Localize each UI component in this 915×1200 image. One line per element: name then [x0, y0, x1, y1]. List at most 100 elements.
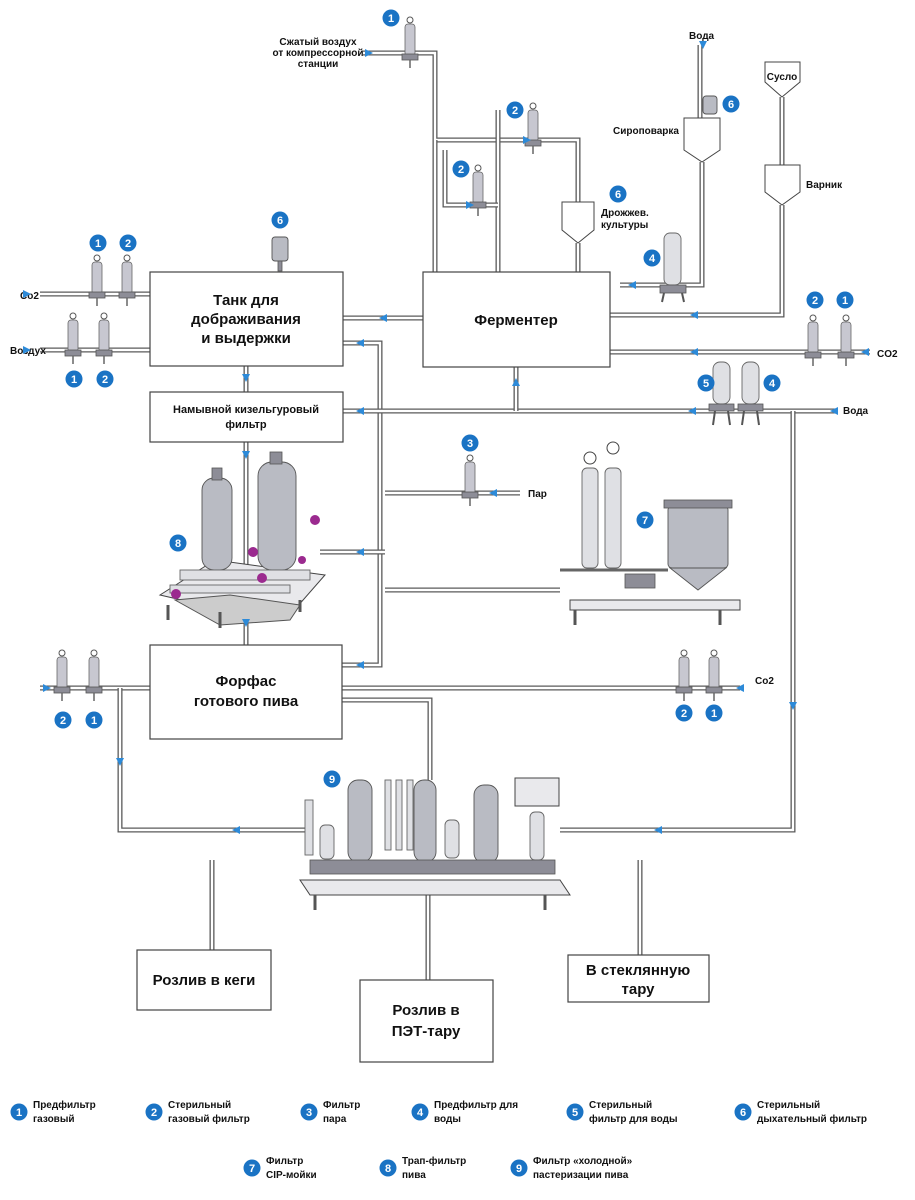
syrup-label: Сироповарка	[613, 126, 679, 137]
svg-text:6: 6	[277, 215, 283, 227]
svg-text:2: 2	[458, 164, 464, 176]
pet-label-line1: Розлив в	[392, 1002, 459, 1019]
pipe-core-23	[342, 698, 432, 780]
compressed-air-label-3: станции	[298, 59, 339, 70]
svg-text:1: 1	[842, 295, 848, 307]
svg-text:4: 4	[417, 1107, 424, 1119]
svg-text:6: 6	[728, 99, 734, 111]
svg-text:6: 6	[615, 189, 621, 201]
flow-arrow-16	[688, 407, 696, 415]
badge-b-f2-b: 2	[452, 160, 470, 178]
forfas-label-line1: Форфас	[216, 673, 277, 690]
badge-b-steam-3: 3	[461, 434, 479, 452]
cip-filter-unit	[560, 441, 741, 625]
cartridge-filter-9	[461, 454, 479, 506]
fermenter-box: Ферментер	[422, 271, 611, 368]
fermenter-label: Ферментер	[474, 312, 557, 329]
svg-text:1: 1	[91, 715, 97, 727]
cartridge-filter-0	[401, 16, 419, 68]
legend-text-4-1: Предфильтр для	[434, 1099, 518, 1111]
water-right-label: Вода	[843, 406, 869, 417]
flow-arrow-8	[23, 290, 31, 298]
flow-arrow-17	[830, 407, 838, 415]
co2-forfas-label: Co2	[755, 676, 774, 687]
legend-badge-9: 9	[510, 1159, 528, 1177]
badge-b-tank-air-1: 1	[65, 370, 83, 388]
svg-text:3: 3	[306, 1107, 312, 1119]
legend-text-1-1: Предфильтр	[33, 1099, 96, 1111]
tank-label-line3: и выдержки	[201, 330, 291, 347]
legend-badge-6: 6	[734, 1103, 752, 1121]
svg-text:1: 1	[71, 374, 77, 386]
pipe-core-15	[342, 341, 382, 667]
legend-badge-8: 8	[379, 1159, 397, 1177]
svg-text:4: 4	[769, 378, 776, 390]
pasteurization-unit	[299, 777, 571, 910]
svg-text:7: 7	[249, 1163, 255, 1175]
cartridge-filter-2	[469, 164, 487, 216]
svg-text:2: 2	[102, 374, 108, 386]
wort-label: Сусло	[767, 72, 797, 83]
wort-vessel: Сусло	[764, 61, 801, 98]
small-filters	[53, 16, 855, 701]
pipe-core-8	[610, 205, 784, 317]
flow-arrow-25	[654, 826, 662, 834]
flow-arrow-21	[43, 684, 51, 692]
badge-b-tank-co2-1: 1	[89, 234, 107, 252]
badge-b-forfas-r2: 2	[675, 704, 693, 722]
kiesel-label-line1: Намывной кизельгуровый	[173, 404, 319, 416]
flow-arrow-5	[690, 311, 698, 319]
flow-arrow-3	[379, 314, 387, 322]
glass-label-line2: тару	[622, 981, 656, 998]
pipe-core-6	[620, 162, 704, 287]
legend-text-2-2: газовый фильтр	[168, 1113, 250, 1125]
cartridge-filter-12	[675, 649, 693, 701]
flow-arrow-10	[242, 374, 250, 382]
badge-b-f2-a: 2	[506, 101, 524, 119]
co2-fermenter-label: CO2	[877, 349, 898, 360]
svg-text:1: 1	[711, 708, 717, 720]
badge-b-f6-tank: 6	[271, 211, 289, 229]
syrup-vessel: Сироповарка	[613, 117, 721, 163]
badge-b-tank-air-2: 2	[96, 370, 114, 388]
flow-arrow-15	[512, 378, 520, 386]
legend-text-7-1: Фильтр	[266, 1156, 303, 1167]
cartridge-filter-13	[705, 649, 723, 701]
svg-text:2: 2	[812, 295, 818, 307]
pipe-core-25	[560, 411, 795, 832]
glass-box: В стеклянную тару	[567, 954, 710, 1003]
glass-label-line1: В стеклянную	[586, 962, 690, 979]
svg-text:8: 8	[175, 538, 181, 550]
legend-text-7-2: CIP-мойки	[266, 1170, 317, 1181]
legend-text-3-2: пара	[323, 1114, 347, 1125]
co2-tank-label: Co2	[20, 291, 39, 302]
water-prefilter-syrup	[659, 232, 687, 303]
flow-arrow-0	[365, 49, 373, 57]
pipe-23	[342, 697, 433, 780]
svg-text:9: 9	[329, 774, 335, 786]
legend-text-5-2: фильтр для воды	[589, 1113, 678, 1125]
cartridge-filter-5	[64, 312, 82, 364]
legend-text-6-2: дыхательный фильтр	[757, 1113, 867, 1125]
badge-b-forfas-l1: 1	[85, 711, 103, 729]
compressed-air-label-2: от компрессорной	[273, 48, 364, 59]
brewer-vessel: Варник	[764, 164, 843, 206]
svg-text:5: 5	[572, 1107, 578, 1119]
steam-label: Пар	[528, 489, 547, 500]
svg-text:2: 2	[60, 715, 66, 727]
svg-text:6: 6	[740, 1107, 746, 1119]
yeast-label-line2: культуры	[601, 220, 648, 231]
legend-text-9-1: Фильтр «холодной»	[533, 1156, 633, 1167]
svg-text:2: 2	[512, 105, 518, 117]
legend-badge-5: 5	[566, 1103, 584, 1121]
legend-text-8-2: пива	[402, 1170, 426, 1181]
water-filters-pair	[708, 361, 764, 426]
kiesel-label-line2: фильтр	[225, 419, 267, 431]
badge-b-cip-7: 7	[636, 511, 654, 529]
